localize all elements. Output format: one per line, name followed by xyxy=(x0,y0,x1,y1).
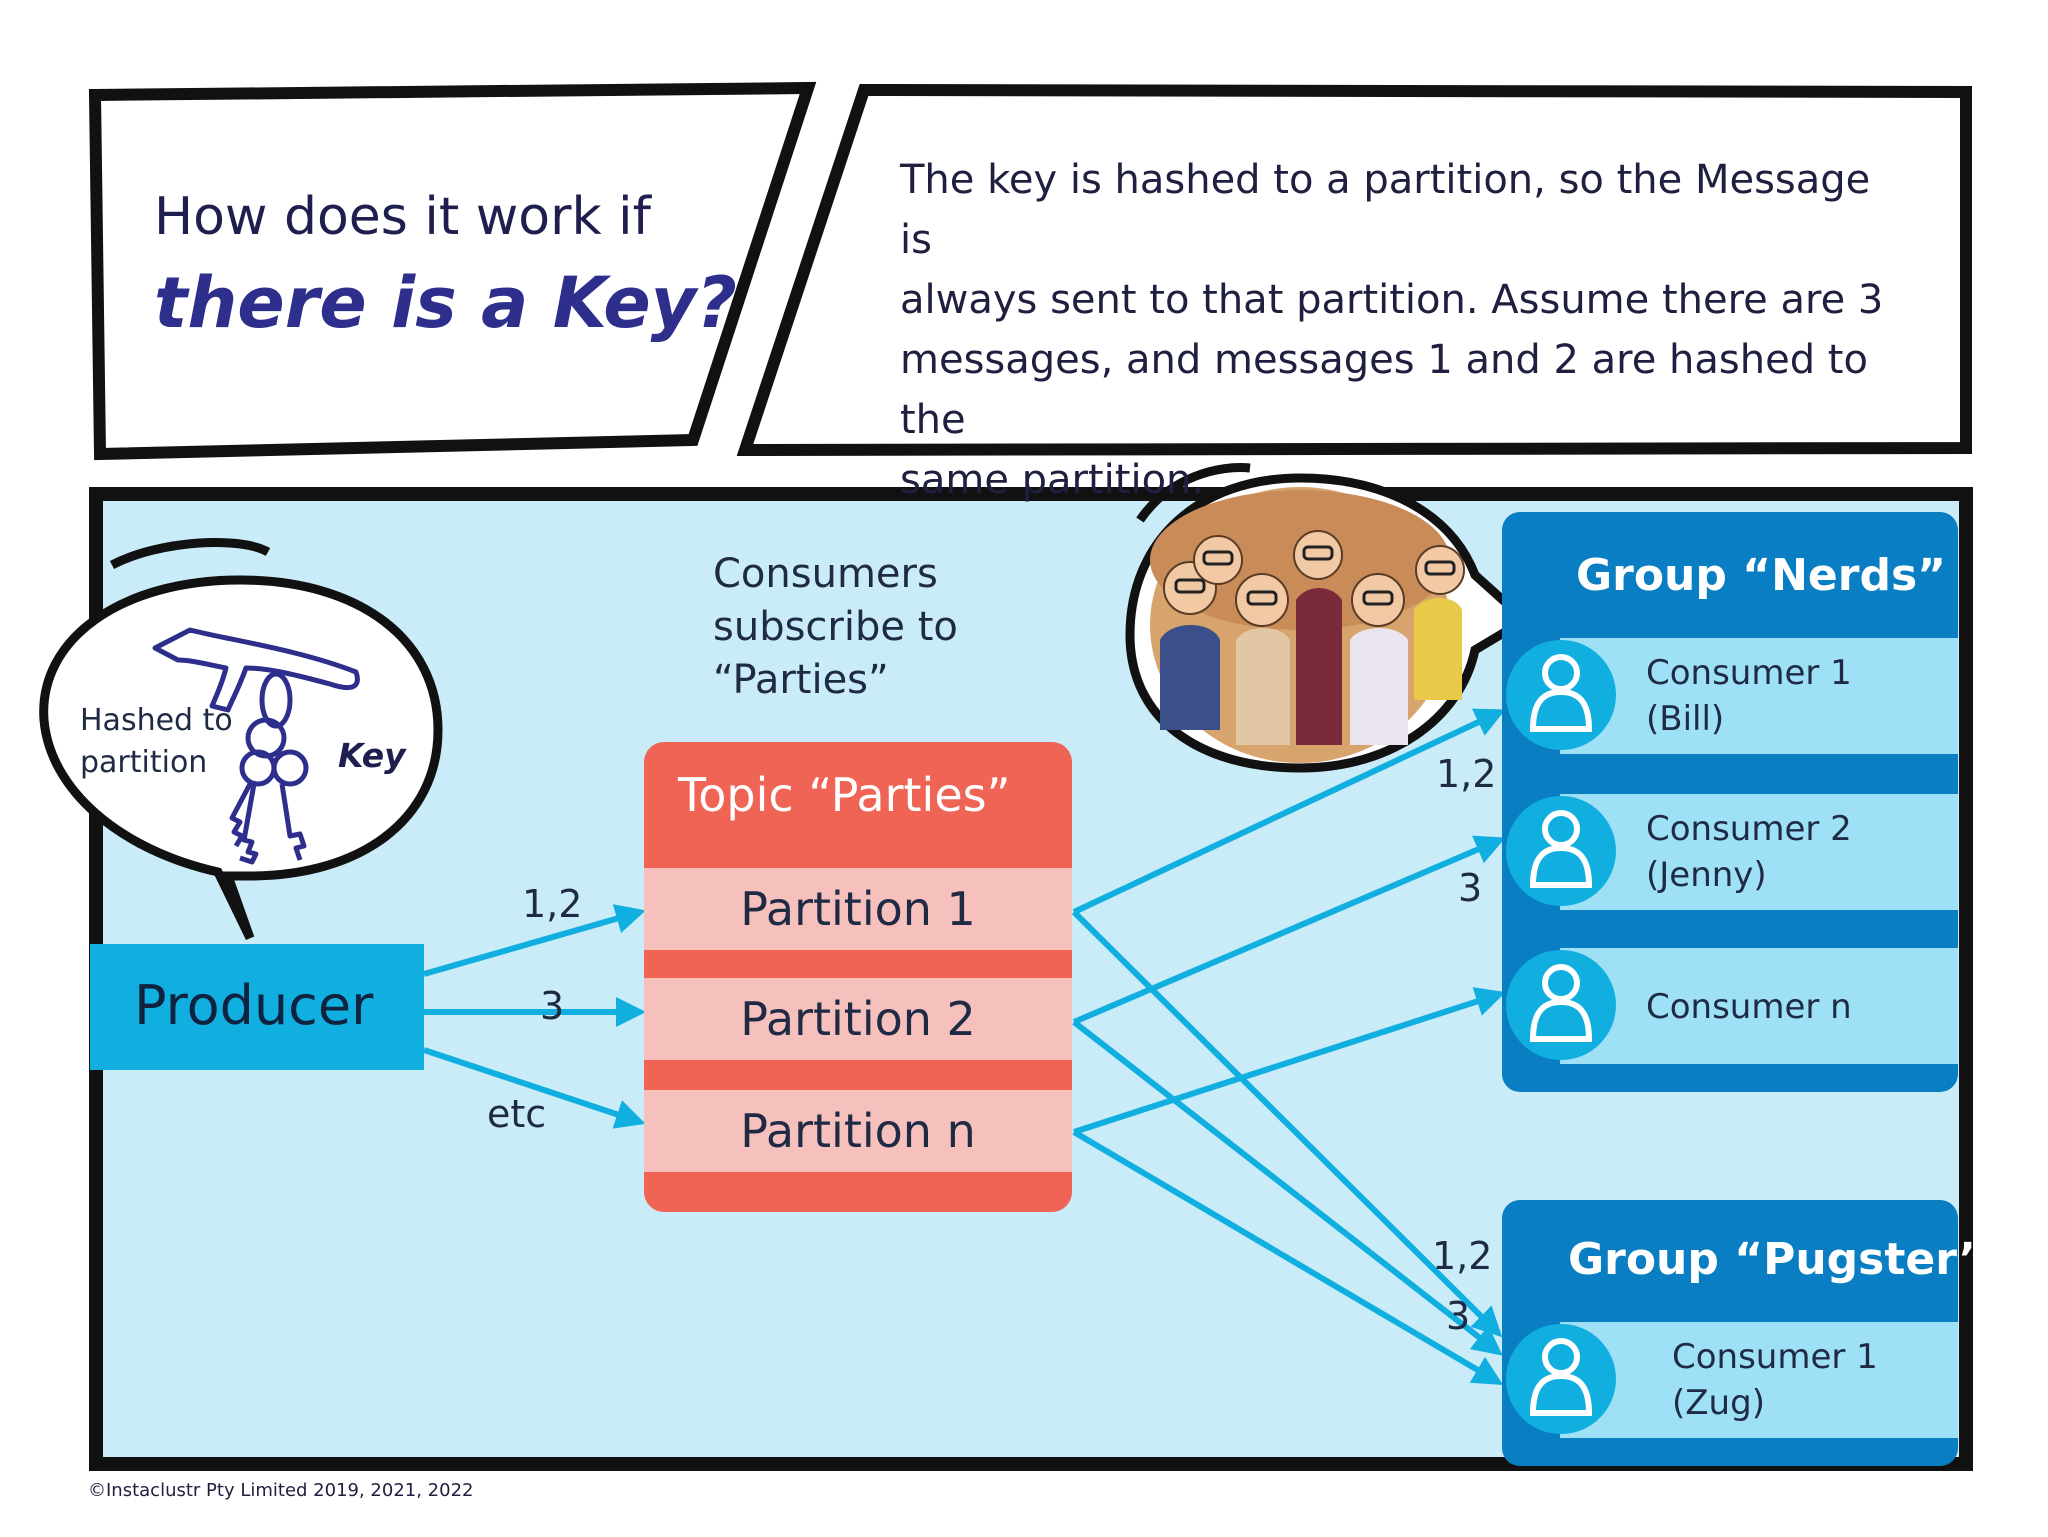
nerds-consumer-1-avatar xyxy=(1506,640,1616,750)
nerds-consumer-n-avatar xyxy=(1506,950,1616,1060)
partition-2-label: Partition 2 xyxy=(740,992,976,1046)
consumers-subscribe-line-3: “Parties” xyxy=(713,657,889,703)
question-line-1: How does it work if xyxy=(154,187,651,247)
group-pugster-title: Group “Pugster” xyxy=(1568,1234,1987,1285)
description-line-3: messages, and messages 1 and 2 are hashe… xyxy=(900,337,1868,443)
description-line-1: The key is hashed to a partition, so the… xyxy=(900,157,1871,263)
group-photo-icon xyxy=(1150,487,1465,763)
partition-n-label: Partition n xyxy=(740,1104,976,1158)
nerds-consumer-n-text: Consumer n xyxy=(1646,984,1852,1030)
partition-n[interactable]: Partition n xyxy=(644,1090,1072,1172)
pugster-consumer-1-name: Consumer 1 xyxy=(1672,1337,1878,1377)
nerds-consumer-n-name: Consumer n xyxy=(1646,987,1852,1027)
group-nerds-title: Group “Nerds” xyxy=(1576,550,1947,601)
consumers-subscribe-text: Consumers subscribe to “Parties” xyxy=(713,548,1013,707)
nerds-consumer-1-text: Consumer 1 (Bill) xyxy=(1646,650,1852,742)
hashed-line-1: Hashed to xyxy=(80,703,233,738)
producer-edge-label-1: 1,2 xyxy=(522,882,583,926)
nerds-consumer-2-text: Consumer 2 (Jenny) xyxy=(1646,806,1852,898)
producer-edge-label-3: etc xyxy=(487,1092,547,1136)
question-line-2: there is a Key? xyxy=(154,262,737,344)
pugster-edge-label-2: 3 xyxy=(1446,1294,1471,1338)
pugster-consumer-1-alias: (Zug) xyxy=(1672,1383,1765,1423)
description-panel xyxy=(736,83,1972,457)
pugster-consumer-1-text: Consumer 1 (Zug) xyxy=(1672,1334,1878,1426)
producer-box[interactable]: Producer xyxy=(90,944,424,1070)
pugster-edge-label-1: 1,2 xyxy=(1432,1234,1493,1278)
hashed-to-label: Hashed to partition xyxy=(80,700,233,784)
topic-title: Topic “Parties” xyxy=(678,768,1011,822)
nerds-edge-label-2: 3 xyxy=(1458,866,1483,910)
description-line-2: always sent to that partition. Assume th… xyxy=(900,277,1884,323)
nerds-consumer-n-row[interactable] xyxy=(1560,948,1958,1064)
partition-1[interactable]: Partition 1 xyxy=(644,868,1072,950)
consumers-subscribe-line-2: subscribe to xyxy=(713,604,958,650)
producer-arrows xyxy=(423,904,646,1129)
consumers-subscribe-line-1: Consumers xyxy=(713,551,938,597)
nerds-consumer-1-name: Consumer 1 xyxy=(1646,653,1852,693)
copyright-text: ©Instaclustr Pty Limited 2019, 2021, 202… xyxy=(88,1480,474,1501)
pugster-consumer-1-avatar xyxy=(1506,1324,1616,1434)
partition-2[interactable]: Partition 2 xyxy=(644,978,1072,1060)
description-line-4: same partition. xyxy=(900,457,1205,503)
nerds-consumer-2-avatar xyxy=(1506,796,1616,906)
producer-label: Producer xyxy=(134,974,374,1037)
key-speech-bubble xyxy=(39,537,443,940)
key-label: Key xyxy=(338,736,406,775)
nerds-consumer-1-alias: (Bill) xyxy=(1646,699,1725,739)
nerds-edge-label-1: 1,2 xyxy=(1436,752,1497,796)
nerds-consumer-1-row[interactable] xyxy=(1560,638,1958,754)
hashed-line-2: partition xyxy=(80,745,208,780)
keys-icon xyxy=(152,627,360,865)
producer-edge-label-2: 3 xyxy=(540,984,565,1028)
nerds-consumer-2-row[interactable] xyxy=(1560,794,1958,910)
description-text: The key is hashed to a partition, so the… xyxy=(900,150,1910,510)
partition-1-label: Partition 1 xyxy=(740,882,976,936)
nerds-consumer-2-alias: (Jenny) xyxy=(1646,855,1767,895)
question-panel xyxy=(88,81,817,461)
partition-consumer-arrows xyxy=(1071,708,1506,1386)
nerds-consumer-2-name: Consumer 2 xyxy=(1646,809,1852,849)
pugster-consumer-1-row[interactable] xyxy=(1560,1322,1958,1438)
